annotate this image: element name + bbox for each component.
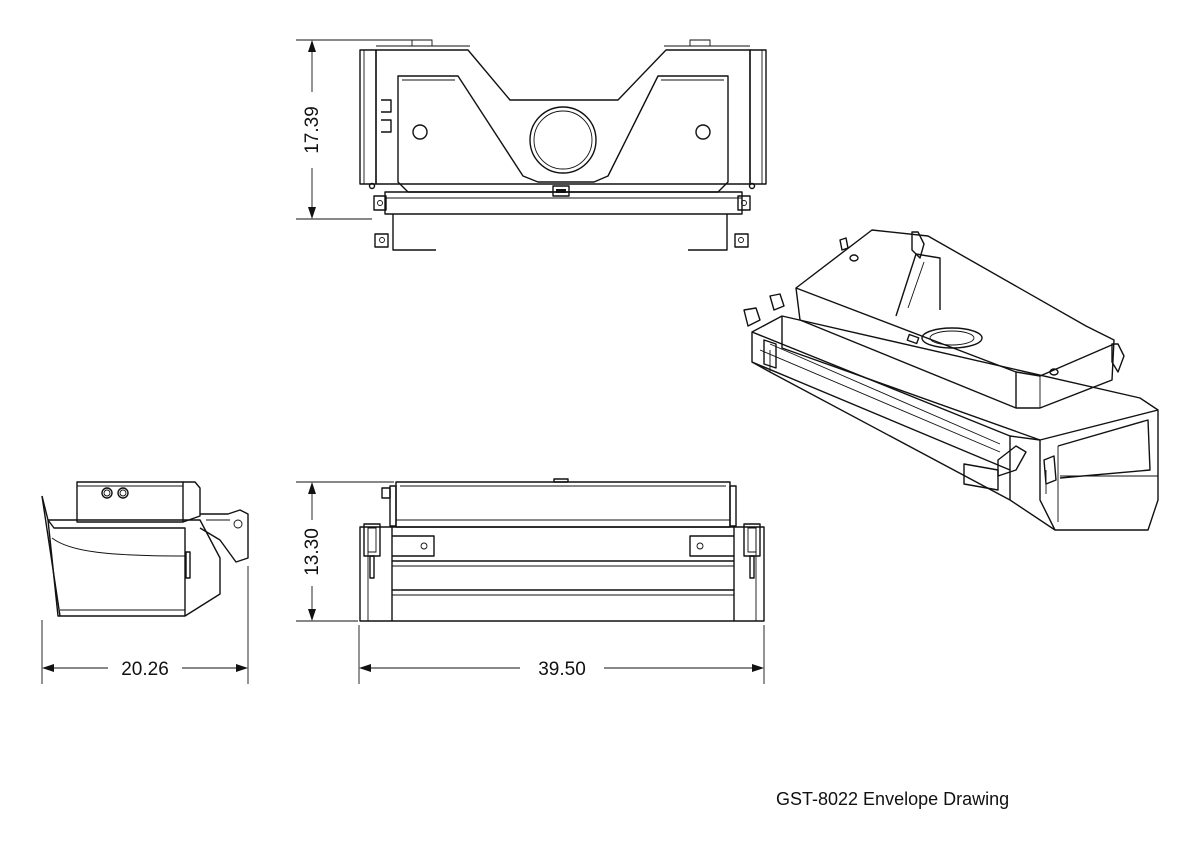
dim-label-39-50: 39.50 [538, 659, 586, 680]
isometric-view [743, 229, 1159, 531]
dimension-17-39: 17.39 [296, 39, 412, 220]
dimension-13-30: 13.30 [296, 481, 394, 622]
dim-label-17-39: 17.39 [302, 106, 323, 154]
front-view [359, 478, 765, 622]
drawing-caption: GST-8022 Envelope Drawing [776, 789, 1010, 809]
dim-label-13-30: 13.30 [302, 528, 323, 576]
dimension-20-26: 20.26 [41, 566, 249, 684]
dimension-39-50: 39.50 [358, 625, 765, 684]
side-view [41, 481, 249, 617]
top-view [359, 39, 767, 251]
dim-label-20-26: 20.26 [121, 659, 169, 680]
